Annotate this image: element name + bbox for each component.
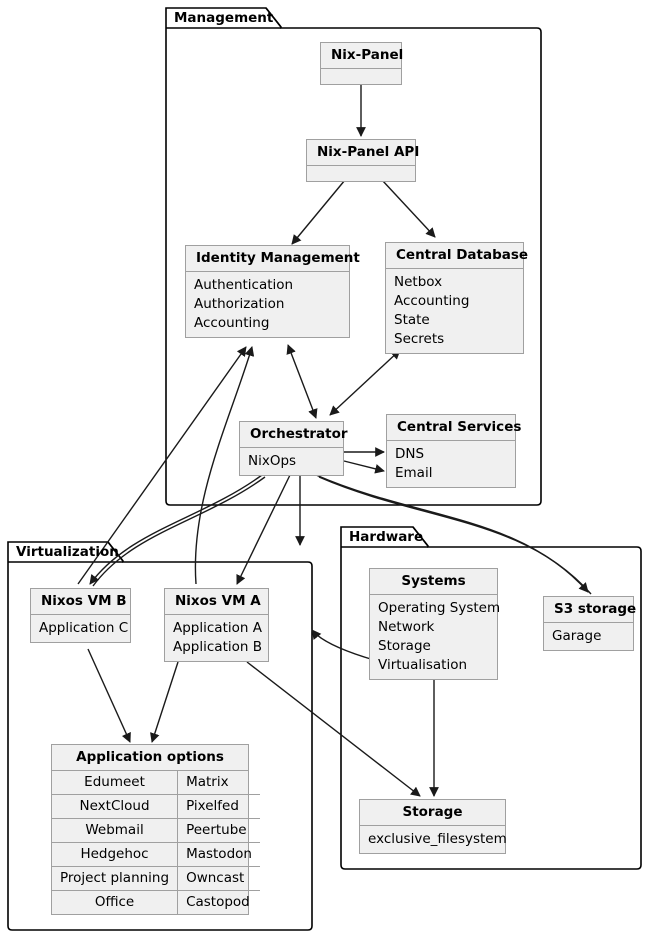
node-nixos-vm-a[interactable]: Nixos VM A Application A Application B (164, 588, 269, 662)
node-title: Nix-Panel API (317, 144, 420, 160)
package-label-hardware: Hardware (349, 529, 424, 545)
node-attr: Application B (173, 639, 262, 655)
node-body: exclusive_filesystem (360, 826, 507, 853)
node-attr: Netbox (394, 274, 443, 290)
node-body: Application C (31, 615, 130, 642)
node-title: Identity Management (196, 250, 360, 266)
node-attr: Garage (552, 628, 602, 644)
node-title: Central Services (397, 419, 522, 435)
node-central-database[interactable]: Central Database Netbox Accounting State… (385, 242, 529, 354)
app-option-left: Office (52, 890, 179, 914)
node-body (307, 166, 415, 181)
package-outline-hardware (340, 526, 642, 870)
edge-orchestrator-vma (236, 474, 291, 585)
edge-identity-orchestrator (286, 344, 318, 419)
node-title: S3 storage (554, 601, 637, 617)
edge-vma-appoptions (150, 661, 179, 743)
node-attr: DNS (395, 446, 425, 462)
node-body: Operating System Network Storage Virtual… (370, 595, 501, 679)
node-attr: Application A (173, 620, 262, 636)
node-body: Netbox Accounting State Secrets (386, 269, 523, 353)
edge-orchestrator-vmb-shadow (92, 476, 266, 587)
node-title: Nixos VM B (41, 593, 127, 609)
node-attr: Authentication (194, 277, 294, 293)
package-label-virtualization: Virtualization (16, 544, 119, 560)
node-attr: Operating System (378, 600, 501, 616)
edge-database-orchestrator (329, 349, 401, 416)
node-attr: Accounting (194, 315, 270, 331)
node-attr: Virtualisation (378, 657, 468, 673)
node-attr: Network (378, 619, 435, 635)
edge-vmb-identity (77, 346, 247, 585)
node-body: Application A Application B (165, 615, 268, 661)
app-option-left: Hedgehoc (52, 842, 179, 867)
package-outline-virtualization (7, 541, 313, 931)
node-nixos-vm-b[interactable]: Nixos VM B Application C (30, 588, 131, 643)
app-option-left: NextCloud (52, 794, 179, 819)
node-nix-panel-api[interactable]: Nix-Panel API (306, 139, 420, 182)
node-storage[interactable]: Storage exclusive_filesystem (359, 799, 507, 854)
app-option-left: Project planning (52, 866, 179, 891)
package-label-management: Management (174, 10, 274, 26)
edge-api-to-identity (291, 179, 346, 245)
edge-orchestrator-s3-shadow (318, 476, 592, 595)
node-title: Nixos VM A (175, 593, 261, 609)
node-nix-panel[interactable]: Nix-Panel (320, 42, 404, 85)
node-attr: Storage (378, 638, 431, 654)
app-option-right: Owncast (177, 866, 260, 891)
app-option-left: Webmail (52, 818, 179, 843)
node-title: Application options (52, 745, 248, 771)
edge-orchestrator-email (343, 460, 385, 474)
node-central-services[interactable]: Central Services DNS Email (386, 414, 522, 488)
node-attr: Email (395, 465, 433, 481)
app-option-left: Edumeet (52, 771, 179, 795)
app-option-right: Matrix (177, 771, 260, 795)
node-identity-management[interactable]: Identity Management Authentication Autho… (185, 245, 360, 338)
app-option-right: Pixelfed (177, 794, 260, 819)
node-body: Garage (544, 623, 633, 650)
node-title: Orchestrator (250, 426, 348, 442)
node-s3-storage[interactable]: S3 storage Garage (543, 596, 637, 651)
node-attr: Application C (39, 620, 129, 636)
node-title: Central Database (396, 247, 529, 263)
app-option-right: Castopod (186, 894, 250, 910)
node-attr: Authorization (194, 296, 285, 312)
node-orchestrator[interactable]: Orchestrator NixOps (239, 421, 348, 476)
node-attr: State (394, 312, 430, 328)
node-title: Storage (402, 804, 463, 820)
node-body: DNS Email (387, 441, 515, 487)
edge-vma-storage (246, 661, 421, 797)
edge-api-to-database (381, 179, 436, 238)
node-attr: Secrets (394, 331, 445, 347)
edge-systems-vma (311, 629, 375, 661)
node-systems[interactable]: Systems Operating System Network Storage… (369, 568, 501, 680)
node-body (321, 69, 401, 84)
node-body: Authentication Authorization Accounting (186, 272, 349, 337)
node-attr: Accounting (394, 293, 470, 309)
app-option-right: Peertube (177, 818, 260, 843)
table-row[interactable]: Office Castopod (52, 890, 260, 914)
app-option-right: Mastodon (177, 842, 260, 867)
package-outline-management (165, 7, 542, 506)
node-title: Nix-Panel (331, 47, 404, 63)
edge-orchestrator-vmb (89, 474, 263, 585)
node-attr: NixOps (248, 453, 297, 469)
edge-vmb-appoptions (87, 648, 131, 743)
node-title: Systems (401, 573, 466, 589)
edge-vma-identity (194, 346, 255, 585)
node-body: NixOps (240, 448, 343, 475)
node-attr: exclusive_filesystem (368, 831, 507, 847)
